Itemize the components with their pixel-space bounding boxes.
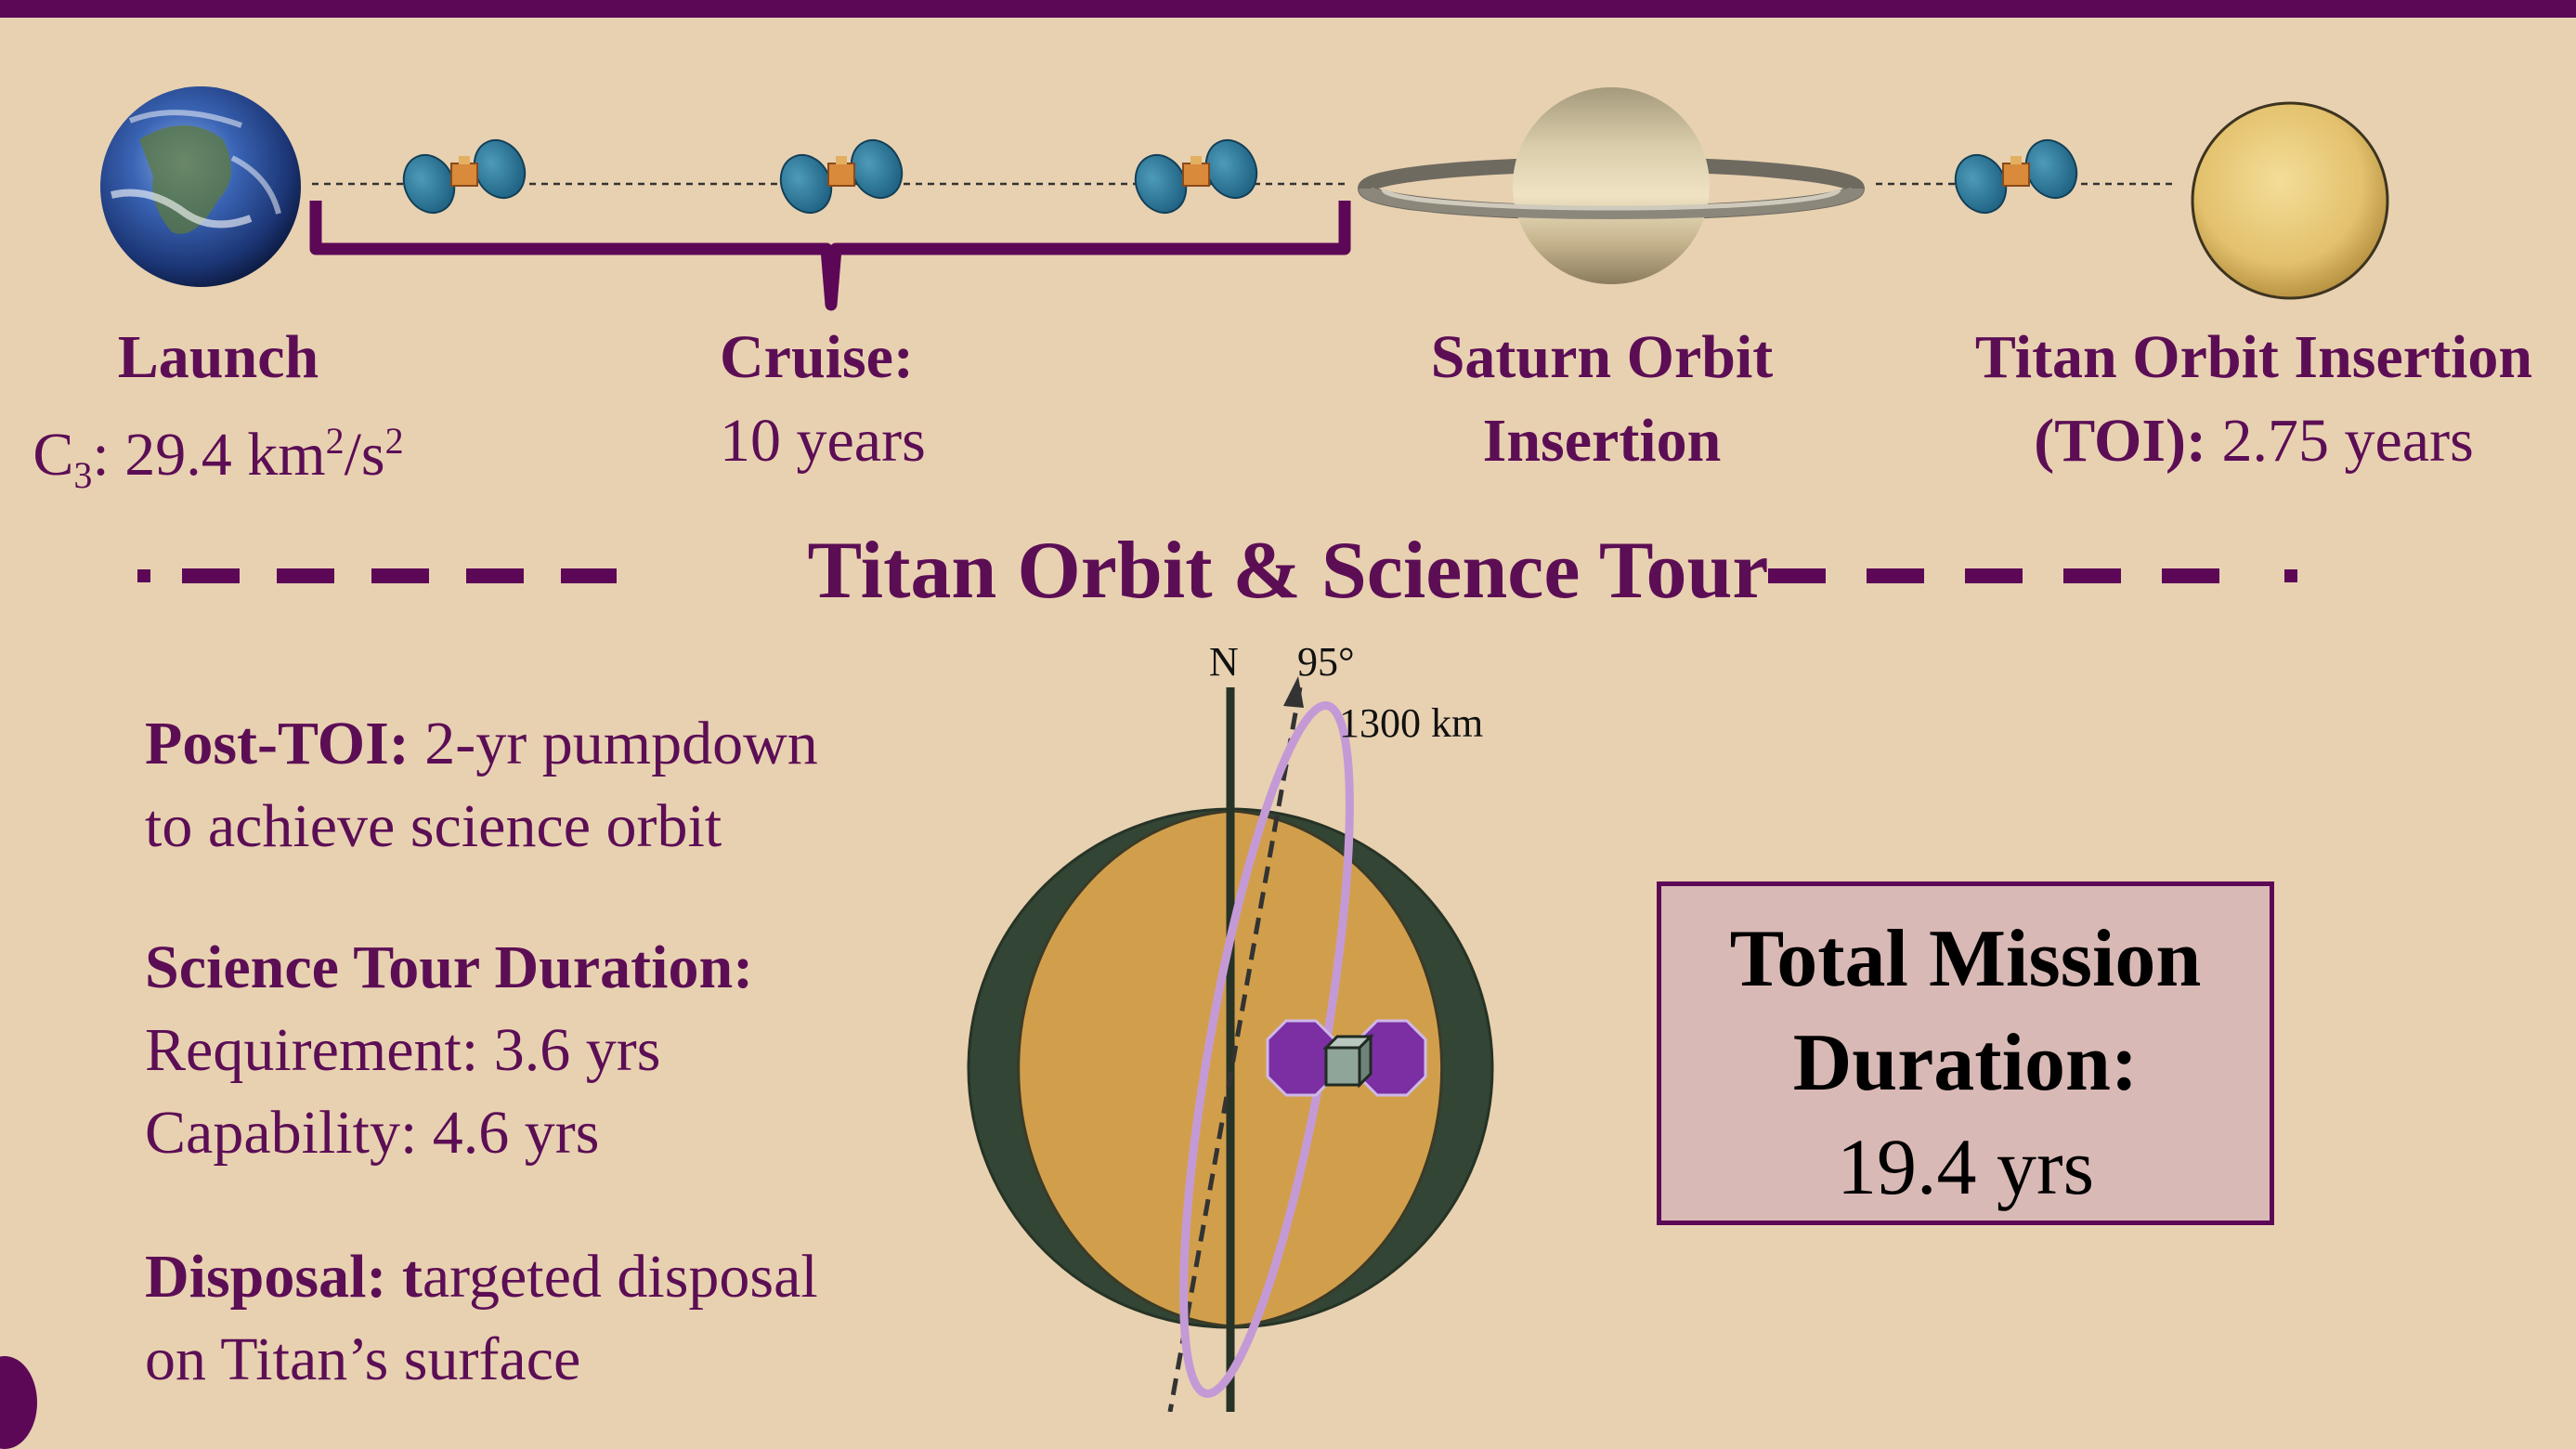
toi-label: (TOI): <box>2034 407 2206 475</box>
total-mission-duration-box: Total Mission Duration: 19.4 yrs <box>1657 881 2274 1225</box>
launch-c3-value: C3: 29.4 km2/s2 <box>33 421 403 489</box>
total-title: Total Mission Duration: <box>1661 907 2270 1116</box>
titan-icon <box>2192 103 2387 298</box>
science-tour-label: Science Tour Duration: <box>145 933 753 1001</box>
toi-line1: Titan Orbit Insertion <box>1975 323 2532 391</box>
cruise-label: Cruise: 10 years <box>720 316 926 483</box>
inclination-label: 95° <box>1297 639 1355 685</box>
post-toi-label: Post-TOI: <box>145 710 410 777</box>
earth-icon <box>100 86 301 287</box>
science-tour-text: Science Tour Duration: Requirement: 3.6 … <box>145 926 753 1174</box>
total-value: 19.4 yrs <box>1661 1116 2270 1218</box>
soi-line1: Saturn Orbit <box>1431 323 1774 391</box>
north-label: N <box>1209 639 1239 685</box>
launch-label: Launch C3: 29.4 km2/s2 <box>0 316 436 517</box>
disposal-label: Disposal: t <box>145 1243 423 1311</box>
altitude-label: 1300 km <box>1339 700 1483 746</box>
post-toi-text: Post-TOI: 2-yr pumpdown to achieve scien… <box>145 702 818 868</box>
cruise-title: Cruise: <box>720 323 914 391</box>
titan-orbit-diagram: N 95° 1300 km <box>969 639 1492 1412</box>
toi-duration: 2.75 years <box>2206 407 2474 475</box>
disposal-text: Disposal: targeted disposal on Titan’s s… <box>145 1235 818 1401</box>
requirement-value: Requirement: 3.6 yrs <box>145 1016 660 1084</box>
titan-orbit-insertion-label: Titan Orbit Insertion (TOI): 2.75 years <box>1932 316 2576 483</box>
cruise-duration: 10 years <box>720 407 926 475</box>
saturn-orbit-insertion-label: Saturn Orbit Insertion <box>1356 316 1848 483</box>
launch-title: Launch <box>118 323 319 391</box>
capability-value: Capability: 4.6 yrs <box>145 1099 599 1167</box>
cruise-bracket <box>316 201 1345 305</box>
section-title: Titan Orbit & Science Tour <box>0 520 2576 622</box>
soi-line2: Insertion <box>1483 407 1722 475</box>
saturn-icon <box>1365 87 1857 284</box>
